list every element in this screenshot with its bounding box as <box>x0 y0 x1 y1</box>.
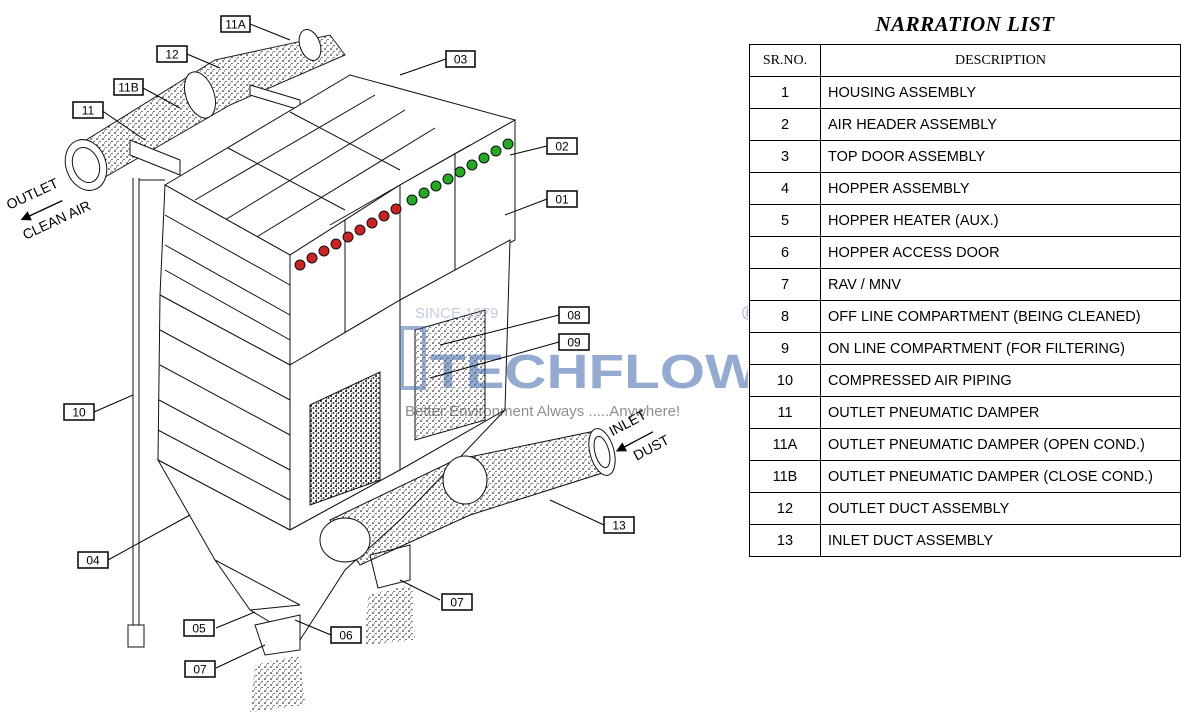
callout-11B: 11B <box>113 78 144 96</box>
row-description: AIR HEADER ASSEMBLY <box>820 108 1181 141</box>
svg-text:03: 03 <box>454 53 468 67</box>
watermark-brand: TECHFLOW <box>430 346 748 399</box>
svg-text:11: 11 <box>82 104 95 118</box>
svg-text:11B: 11B <box>118 81 138 95</box>
row-sr-no: 11A <box>749 428 821 461</box>
row-sr-no: 9 <box>749 332 821 365</box>
row-sr-no: 11B <box>749 460 821 493</box>
row-sr-no: 1 <box>749 76 821 109</box>
row-description: COMPRESSED AIR PIPING <box>820 364 1181 397</box>
row-description: RAV / MNV <box>820 268 1181 301</box>
watermark-since: SINCE 1979 <box>415 305 498 322</box>
row-description: HOPPER ACCESS DOOR <box>820 236 1181 269</box>
svg-text:11A: 11A <box>225 18 245 32</box>
dust-label: DUST <box>631 431 673 463</box>
inlet-arrow-icon <box>615 442 628 452</box>
outlet-arrow-icon <box>20 211 32 221</box>
callout-03: 03 <box>445 50 476 68</box>
row-description: HOPPER HEATER (AUX.) <box>820 204 1181 237</box>
row-description: HOPPER ASSEMBLY <box>820 172 1181 205</box>
callout-07-left: 07 <box>184 660 216 678</box>
row-sr-no: 2 <box>749 108 821 141</box>
callout-09: 09 <box>558 333 590 351</box>
baghouse-diagram: SINCE 1979 TECHFLOW ® Better Environment… <box>4 15 748 712</box>
row-sr-no: 11 <box>749 396 821 429</box>
callout-12: 12 <box>156 45 188 63</box>
row-description: TOP DOOR ASSEMBLY <box>820 140 1181 173</box>
callout-11: 11 <box>72 101 104 119</box>
row-sr-no: 7 <box>749 268 821 301</box>
row-sr-no: 10 <box>749 364 821 397</box>
svg-text:05: 05 <box>192 622 206 636</box>
row-description: OUTLET PNEUMATIC DAMPER (OPEN COND.) <box>820 428 1181 461</box>
watermark-tagline: Better Environment Always .....Anywhere! <box>405 403 680 420</box>
row-description: INLET DUCT ASSEMBLY <box>820 524 1181 557</box>
narration-title: NARRATION LIST <box>875 12 1055 36</box>
row-sr-no: 3 <box>749 140 821 173</box>
row-description: ON LINE COMPARTMENT (FOR FILTERING) <box>820 332 1181 365</box>
callout-13: 13 <box>603 516 635 534</box>
row-description: HOUSING ASSEMBLY <box>820 76 1181 109</box>
valves-red <box>294 203 402 271</box>
svg-text:12: 12 <box>165 48 179 62</box>
callout-05: 05 <box>183 619 215 637</box>
watermark-registered: ® <box>742 303 748 325</box>
techflow-watermark: SINCE 1979 TECHFLOW ® Better Environment… <box>400 303 748 420</box>
row-sr-no: 8 <box>749 300 821 333</box>
svg-text:04: 04 <box>86 554 100 568</box>
svg-text:01: 01 <box>555 193 569 207</box>
row-sr-no: 6 <box>749 236 821 269</box>
outlet-label: OUTLET <box>4 175 61 213</box>
row-sr-no: 5 <box>749 204 821 237</box>
callout-06: 06 <box>330 626 362 644</box>
header-sr-no: SR.NO. <box>749 44 821 77</box>
callout-10: 10 <box>63 403 95 421</box>
callout-11A: 11A <box>220 15 251 33</box>
svg-text:07: 07 <box>193 663 207 677</box>
row-description: OUTLET PNEUMATIC DAMPER <box>820 396 1181 429</box>
svg-text:07: 07 <box>450 596 464 610</box>
callout-01: 01 <box>546 190 578 208</box>
header-description: DESCRIPTION <box>820 44 1181 77</box>
row-sr-no: 4 <box>749 172 821 205</box>
svg-text:06: 06 <box>339 629 353 643</box>
svg-text:08: 08 <box>567 309 581 323</box>
callout-07-right: 07 <box>441 593 473 611</box>
svg-text:10: 10 <box>72 406 86 420</box>
valves-green <box>406 138 514 206</box>
callout-04: 04 <box>77 551 109 569</box>
row-description: OFF LINE COMPARTMENT (BEING CLEANED) <box>820 300 1181 333</box>
row-description: OUTLET PNEUMATIC DAMPER (CLOSE COND.) <box>820 460 1181 493</box>
callout-leaders <box>93 23 605 669</box>
callout-02: 02 <box>546 137 578 155</box>
callout-08: 08 <box>558 306 590 324</box>
svg-text:09: 09 <box>567 336 581 350</box>
svg-text:13: 13 <box>612 519 626 533</box>
dust-collector-drawing <box>64 29 616 712</box>
row-sr-no: 13 <box>749 524 821 557</box>
table-header-row: SR.NO. DESCRIPTION <box>749 44 1181 77</box>
row-description: OUTLET DUCT ASSEMBLY <box>820 492 1181 525</box>
svg-text:02: 02 <box>555 140 569 154</box>
row-sr-no: 12 <box>749 492 821 525</box>
